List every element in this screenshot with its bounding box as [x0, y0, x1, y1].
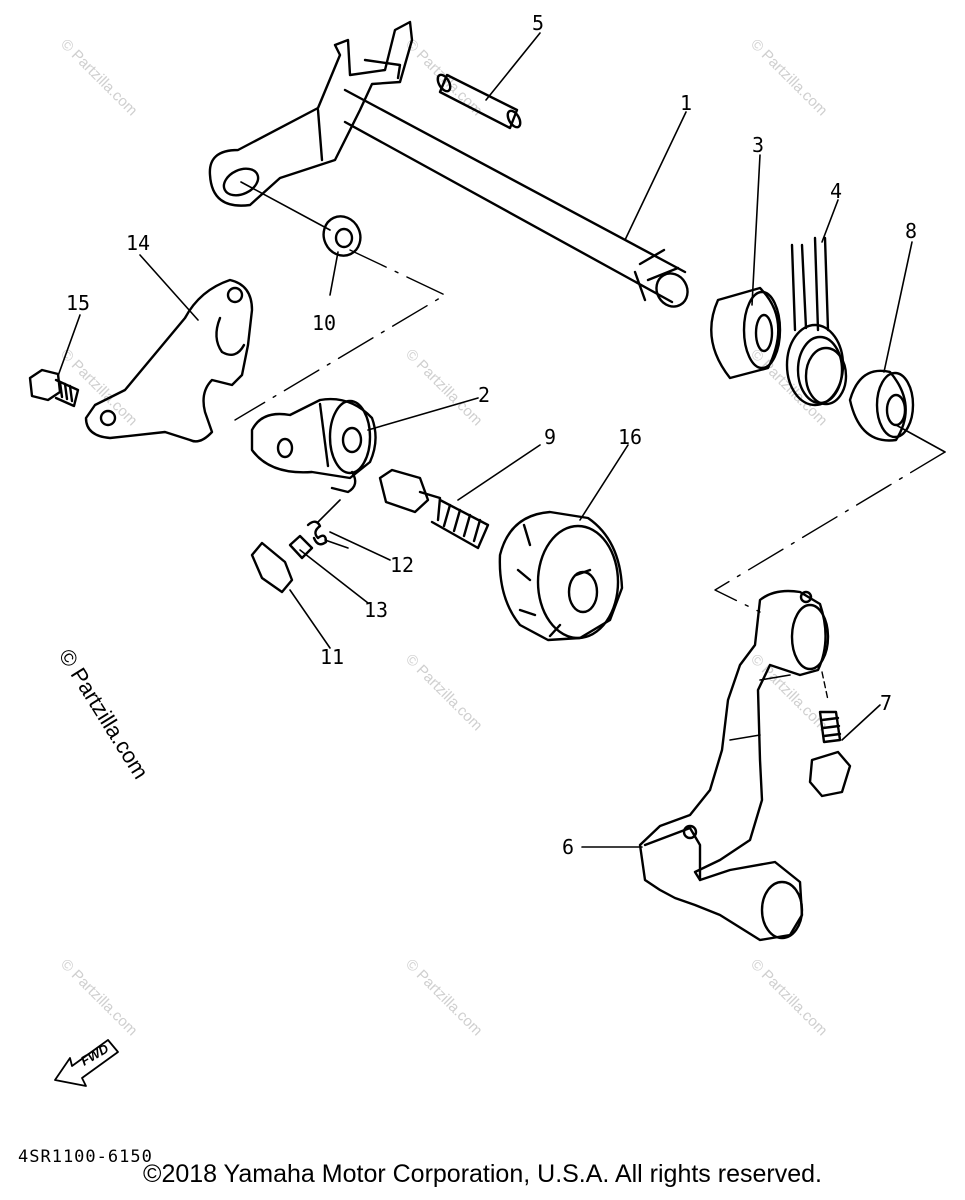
part-15-bolt[interactable] — [30, 370, 78, 406]
callout-labels: 5 1 3 4 8 14 15 10 2 9 16 12 13 11 7 6 — [66, 11, 917, 859]
part-7-bolt[interactable] — [810, 712, 850, 796]
alignment-leader-lines — [235, 250, 945, 700]
part-5-pin[interactable] — [435, 73, 523, 130]
watermark-text: © Partzilla.com — [402, 956, 485, 1039]
callout-14: 14 — [126, 231, 150, 255]
watermark-text: © Partzilla.com — [57, 36, 140, 119]
part-10-washer[interactable] — [317, 210, 367, 261]
part-8-oil-seal[interactable] — [850, 371, 945, 452]
callout-4: 4 — [830, 179, 842, 203]
part-4-spring[interactable] — [787, 238, 846, 405]
watermark-text: © Partzilla.com — [747, 956, 830, 1039]
callout-9: 9 — [544, 425, 556, 449]
fwd-label: FWD — [78, 1041, 112, 1069]
watermark-text: © Partzilla.com — [747, 346, 830, 429]
callout-13: 13 — [364, 598, 388, 622]
part-11-roller[interactable] — [252, 543, 292, 592]
callout-10: 10 — [312, 311, 336, 335]
copyright-notice: ©2018 Yamaha Motor Corporation, U.S.A. A… — [143, 1160, 822, 1188]
callout-8: 8 — [905, 219, 917, 243]
part-6-shift-pedal[interactable] — [640, 591, 828, 940]
callout-12: 12 — [390, 553, 414, 577]
watermark-text: © Partzilla.com — [402, 36, 485, 119]
part-12-spring[interactable] — [308, 500, 348, 548]
callout-3: 3 — [752, 133, 764, 157]
part-13-pin[interactable] — [290, 536, 312, 558]
callout-7: 7 — [880, 691, 892, 715]
part-2-shift-segment[interactable] — [252, 399, 376, 492]
part-9-bolt[interactable] — [380, 470, 488, 548]
watermark-text-large: © Partzilla.com — [54, 644, 154, 783]
part-16-shift-cam[interactable] — [500, 512, 622, 640]
watermark-text: © Partzilla.com — [402, 651, 485, 734]
part-14-stopper-plate[interactable] — [86, 280, 252, 441]
callout-16: 16 — [618, 425, 642, 449]
fwd-arrow-icon — [55, 1040, 118, 1086]
drawing-number: 4SR1100-6150 — [18, 1147, 153, 1167]
callout-2: 2 — [478, 383, 490, 407]
callout-5: 5 — [532, 11, 544, 35]
callout-leaders — [58, 33, 912, 847]
callout-1: 1 — [680, 91, 692, 115]
watermark-text: © Partzilla.com — [747, 36, 830, 119]
watermark-text: © Partzilla.com — [57, 956, 140, 1039]
part-3-collar[interactable] — [711, 288, 780, 378]
watermark-layer: © Partzilla.com © Partzilla.com © Partzi… — [54, 36, 831, 1039]
callout-6: 6 — [562, 835, 574, 859]
part-1-shift-shaft[interactable] — [210, 22, 694, 312]
callout-11: 11 — [320, 645, 344, 669]
callout-15: 15 — [66, 291, 90, 315]
